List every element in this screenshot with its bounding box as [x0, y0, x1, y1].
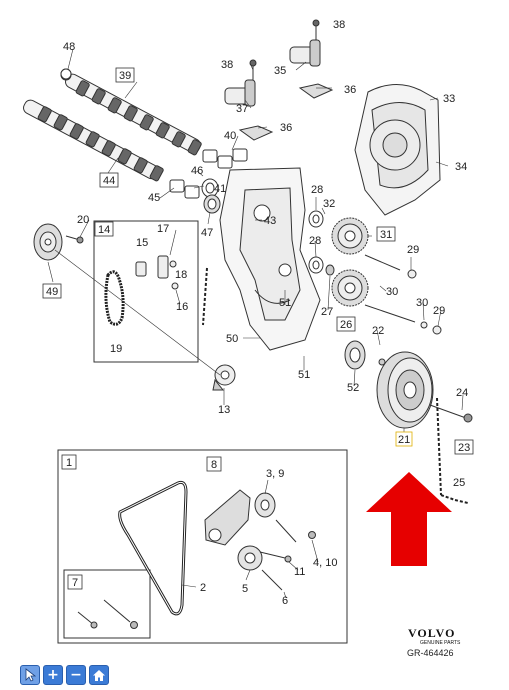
crank-pulley-21	[376, 351, 473, 429]
callout-39: 39	[119, 70, 131, 82]
pointer-icon	[25, 668, 36, 682]
bolt-set-right	[364, 254, 442, 335]
timing-cover-33	[354, 84, 441, 216]
pointer-button[interactable]	[20, 665, 40, 685]
callout-3-9: 3, 9	[266, 468, 284, 480]
callout-25: 25	[453, 477, 465, 489]
callout-14: 14	[98, 224, 110, 236]
callout-28-top: 28	[311, 184, 323, 196]
callout-48: 48	[63, 41, 75, 53]
callout-26: 26	[340, 319, 352, 331]
callout-1: 1	[66, 457, 72, 469]
callout-15: 15	[136, 237, 148, 249]
solenoid-35	[289, 19, 334, 99]
seal-48	[60, 68, 72, 80]
callout-11: 11	[294, 566, 305, 578]
viewer-toolbar: + −	[20, 665, 109, 687]
callout-6: 6	[282, 595, 288, 607]
callout-2: 2	[200, 582, 206, 594]
callout-7: 7	[72, 577, 78, 589]
dashed-chain	[202, 267, 469, 504]
minus-icon: −	[70, 667, 82, 683]
callout-32: 32	[323, 198, 335, 210]
cam-gear-26	[331, 269, 369, 307]
callout-44: 44	[103, 175, 115, 187]
boxed-callouts	[42, 67, 474, 455]
callout-41: 41	[214, 183, 226, 195]
callout-30-top: 30	[386, 286, 398, 298]
callout-46: 46	[191, 165, 203, 177]
crank-sprocket-52	[344, 340, 386, 370]
callout-8: 8	[211, 459, 217, 471]
callout-16: 16	[176, 301, 188, 313]
plus-icon: +	[47, 667, 59, 683]
callout-38-top: 38	[333, 19, 345, 31]
pulley-49	[33, 223, 84, 261]
engine-housing-50	[219, 167, 321, 351]
callout-20: 20	[77, 214, 89, 226]
home-icon	[93, 669, 105, 681]
callout-45: 45	[148, 192, 160, 204]
cam-gear-31	[331, 217, 369, 255]
diagram-reference: GR-464426	[407, 648, 454, 658]
parts-diagram: 48 39 38 38 35 36 36 33 37 40 44 46 45 4…	[23, 19, 474, 658]
callout-18: 18	[175, 269, 187, 281]
red-arrow-indicator	[366, 472, 452, 566]
callout-47: 47	[201, 227, 213, 239]
brand-logo: VOLVO	[408, 626, 455, 640]
callout-17: 17	[157, 223, 169, 235]
callout-29-top: 29	[407, 244, 419, 256]
callout-27: 27	[321, 306, 333, 318]
callout-40: 40	[224, 130, 236, 142]
zoom-out-button[interactable]: −	[66, 665, 86, 685]
callout-36: 36	[280, 122, 292, 134]
callout-38: 38	[221, 59, 233, 71]
callout-29: 29	[433, 305, 445, 317]
camshaft-lower	[23, 99, 164, 182]
callout-22: 22	[372, 325, 384, 337]
home-button[interactable]	[89, 665, 109, 685]
callout-51: 51	[298, 369, 310, 381]
callout-24: 24	[456, 387, 468, 399]
box-14	[93, 220, 199, 363]
callout-23: 23	[458, 442, 470, 454]
seal-rings	[308, 210, 335, 276]
leader-lines	[47, 48, 464, 432]
callout-49: 49	[46, 286, 58, 298]
callout-labels: 48 39 38 38 35 36 36 33 37 40 44 46 45 4…	[46, 19, 470, 607]
callout-33: 33	[443, 93, 455, 105]
callout-51-top: 51	[279, 297, 291, 309]
callout-52: 52	[347, 382, 359, 394]
callout-43: 43	[264, 215, 276, 227]
callout-31: 31	[380, 229, 392, 241]
brand-subtitle: GENUINE PARTS	[420, 640, 461, 646]
zoom-in-button[interactable]: +	[43, 665, 63, 685]
box-1	[57, 449, 348, 644]
callout-4-10: 4, 10	[313, 557, 337, 569]
callout-5: 5	[242, 583, 248, 595]
callout-50: 50	[226, 333, 238, 345]
callout-30: 30	[416, 297, 428, 309]
callout-13: 13	[218, 404, 230, 416]
callout-34: 34	[455, 161, 467, 173]
callout-21: 21	[398, 434, 410, 446]
callout-37: 37	[236, 103, 248, 115]
callout-35: 35	[274, 65, 286, 77]
tensioner-13	[212, 364, 236, 391]
callout-19: 19	[110, 343, 122, 355]
callout-36-top: 36	[344, 84, 356, 96]
callout-28: 28	[309, 235, 321, 247]
solenoid-37	[224, 59, 274, 141]
